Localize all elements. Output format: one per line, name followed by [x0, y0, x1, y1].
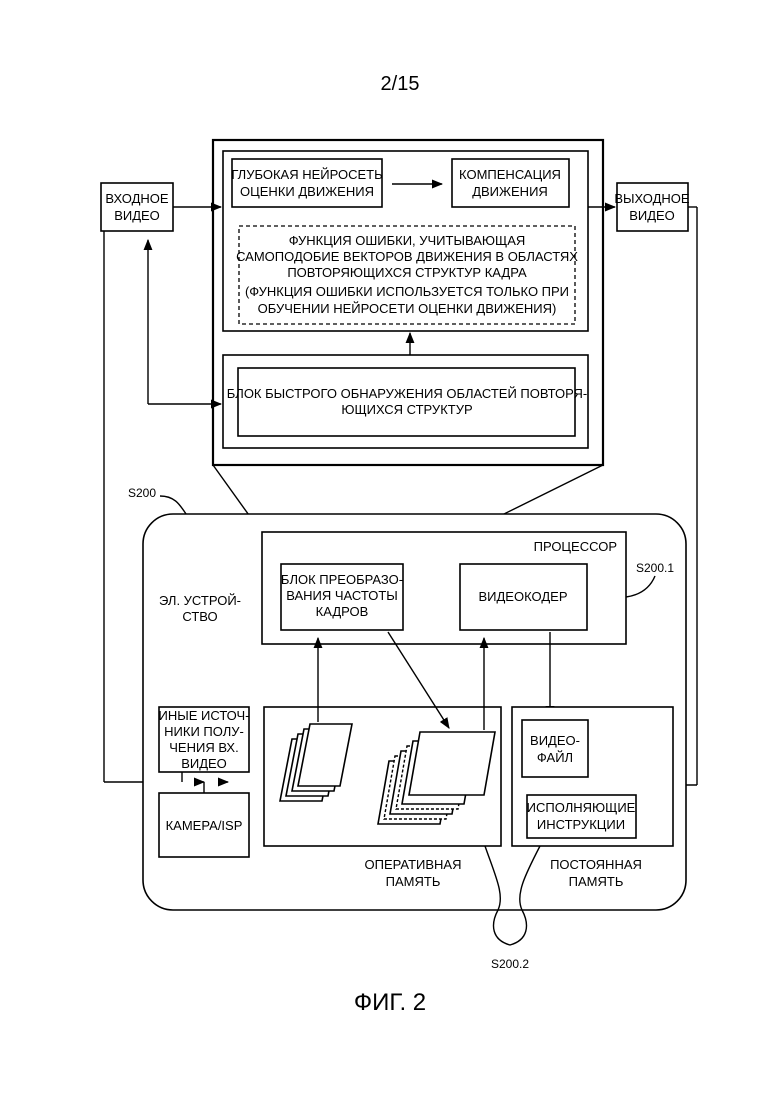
- device-label: СТВО: [182, 609, 217, 624]
- error-function-line: САМОПОДОБИЕ ВЕКТОРОВ ДВИЖЕНИЯ В ОБЛАСТЯХ: [236, 249, 578, 264]
- video-encoder-label: ВИДЕОКОДЕР: [478, 589, 567, 604]
- figure-caption: ФИГ. 2: [354, 989, 426, 1016]
- ref-s200-leader: [160, 496, 186, 514]
- error-function-line: ФУНКЦИЯ ОШИБКИ, УЧИТЫВАЮЩАЯ: [289, 233, 526, 248]
- camera-isp-label: КАМЕРА/ISP: [166, 818, 243, 833]
- other-sources-label: ЧЕНИЯ ВХ.: [169, 740, 238, 755]
- ref-s2001: S200.1: [636, 561, 674, 575]
- ref-s2002: S200.2: [491, 957, 529, 971]
- deep-net-label: ОЦЕНКИ ДВИЖЕНИЯ: [240, 184, 374, 199]
- input-video-label: ВХОДНОЕ: [105, 191, 168, 206]
- exec-instructions-label: ИНСТРУКЦИИ: [537, 817, 625, 832]
- video-file-label: ВИДЕО-: [530, 733, 580, 748]
- video-file-box: [522, 720, 588, 777]
- processor-label: ПРОЦЕССОР: [534, 539, 617, 554]
- input-video-label: ВИДЕО: [114, 208, 160, 223]
- motion-compensation-label: ДВИЖЕНИЯ: [472, 184, 548, 199]
- frc-block-label: ВАНИЯ ЧАСТОТЫ: [286, 588, 398, 603]
- frc-block-label: БЛОК ПРЕОБРАЗО-: [281, 572, 403, 587]
- video-file-label: ФАЙЛ: [537, 750, 573, 765]
- fast-detection-label: ЮЩИХСЯ СТРУКТУР: [341, 402, 472, 417]
- deep-net-label: ГЛУБОКАЯ НЕЙРОСЕТЬ: [231, 167, 382, 182]
- output-video-label: ВИДЕО: [629, 208, 675, 223]
- device-label: ЭЛ. УСТРОЙ-: [159, 593, 241, 608]
- other-sources-label: ВИДЕО: [181, 756, 227, 771]
- fast-detection-label: БЛОК БЫСТРОГО ОБНАРУЖЕНИЯ ОБЛАСТЕЙ ПОВТО…: [227, 386, 588, 401]
- error-function-line: (ФУНКЦИЯ ОШИБКИ ИСПОЛЬЗУЕТСЯ ТОЛЬКО ПРИ: [245, 284, 569, 299]
- page-number: 2/15: [381, 73, 420, 95]
- rom-label: ПАМЯТЬ: [569, 874, 624, 889]
- ram-label: ОПЕРАТИВНАЯ: [365, 857, 462, 872]
- interpolated-frame: [409, 732, 495, 795]
- exec-instructions-label: ИСПОЛНЯЮЩИЕ: [527, 800, 636, 815]
- error-function-line: ПОВТОРЯЮЩИХСЯ СТРУКТУР КАДРА: [287, 265, 527, 280]
- other-sources-label: ИНЫЕ ИСТОЧ-: [159, 708, 250, 723]
- rom-label: ПОСТОЯННАЯ: [550, 857, 642, 872]
- ram-label: ПАМЯТЬ: [386, 874, 441, 889]
- other-sources-label: НИКИ ПОЛУ-: [164, 724, 244, 739]
- frc-block-label: КАДРОВ: [316, 604, 369, 619]
- motion-compensation-label: КОМПЕНСАЦИЯ: [459, 167, 561, 182]
- output-video-label: ВЫХОДНОЕ: [614, 191, 690, 206]
- ref-s200: S200: [128, 486, 156, 500]
- error-function-line: ОБУЧЕНИИ НЕЙРОСЕТИ ОЦЕНКИ ДВИЖЕНИЯ): [258, 301, 557, 316]
